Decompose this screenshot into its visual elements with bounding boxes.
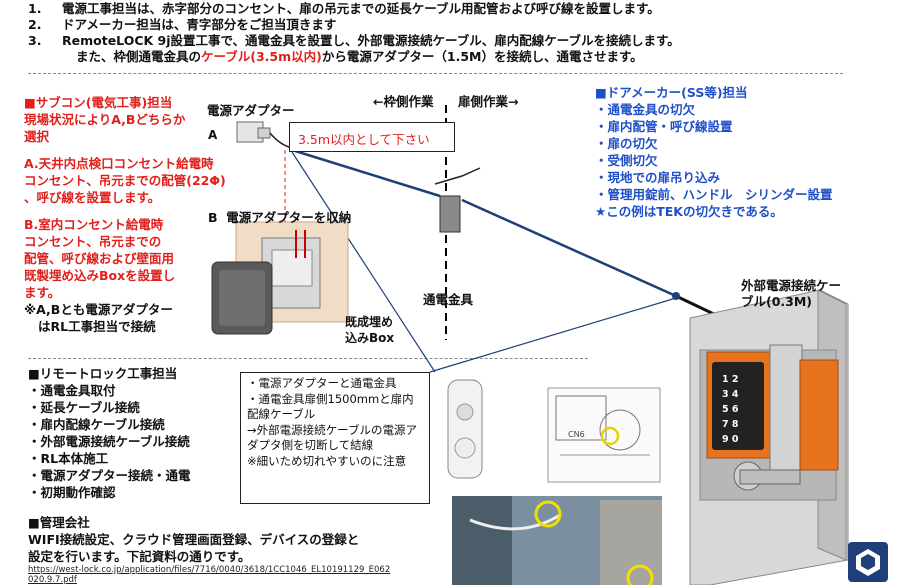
extension-cable xyxy=(291,148,441,198)
ext-cable-label: 外部電源接続ケー ブル(0.3M) xyxy=(741,278,842,309)
steps: 1.電源工事担当は、赤字部分のコンセント、扉の吊元までの延長ケーブル用配管および… xyxy=(28,1,680,65)
step-3: 3.RemoteLOCK 9j設置工事で、通電金具を設置し、外部電源接続ケーブル… xyxy=(28,33,680,48)
hardware-icon xyxy=(434,167,481,233)
remotelock-block: ■リモートロック工事担当 ・通電金具取付 ・延長ケーブル接続 ・扉内配線ケーブル… xyxy=(28,366,191,500)
door-cable xyxy=(461,198,677,298)
remotelock-title: ■リモートロック工事担当 xyxy=(28,366,178,381)
brand-logo-icon xyxy=(848,542,888,582)
top-divider xyxy=(28,73,843,74)
frame-side-label: ←枠側作業 xyxy=(373,94,434,109)
subcon-block: ■サブコン(電気工事)担当 現場状況によりA,Bどちらか 選択 A.天井内点検口… xyxy=(24,95,226,334)
step-1: 1.電源工事担当は、赤字部分のコンセント、扉の吊元までの延長ケーブル用配管および… xyxy=(28,1,660,16)
label-b: B 電源アダプターを収納 xyxy=(208,210,352,225)
wall-box-image xyxy=(211,221,349,335)
door-maker-title: ■ドアメーカー(SS等)担当 xyxy=(595,85,748,100)
label-a: A xyxy=(208,128,218,142)
keypad-keys: 1 2 3 4 5 6 7 8 9 0 xyxy=(722,374,739,445)
pcb-image xyxy=(547,387,661,483)
management-title: ■管理会社 xyxy=(28,515,90,530)
manual-link[interactable]: https://west-lock.co.jp/application/file… xyxy=(28,565,391,585)
door-maker-block: ■ドアメーカー(SS等)担当 ・通電金具の切欠 ・扉内配管・呼び線設置 ・扉の切… xyxy=(595,85,833,219)
power-adapter-icon xyxy=(236,121,293,149)
length-callout: 3.5m以内として下さい xyxy=(289,122,455,152)
wiring-photo xyxy=(452,496,662,585)
hardware-label: 通電金具 xyxy=(423,292,474,307)
step-3-continued: また、枠側通電金具のケーブル(3.5m以内)から電源アダプター（1.5M）を接続… xyxy=(76,49,643,64)
wiring-note-box: ・電源アダプターと通電金具 ・通電金具扉側1500mmと扉内配線ケーブル →外部… xyxy=(240,372,430,504)
lock-device-image xyxy=(447,379,483,479)
door-side-label: 扉側作業→ xyxy=(458,94,519,109)
step-2: 2.ドアメーカー担当は、青字部分をご担当頂きます xyxy=(28,17,337,32)
pcb-label: CN6 xyxy=(568,430,585,439)
adapter-label: 電源アダプター xyxy=(207,103,295,118)
management-block: ■管理会社 WIFI接続設定、クラウド管理画面登録、デバイスの登録と 設定を行い… xyxy=(28,515,360,564)
subcon-title: ■サブコン(電気工事)担当 xyxy=(24,95,173,110)
box-caption: 既成埋め 込みBox xyxy=(345,315,395,345)
door-lock-image xyxy=(689,289,849,585)
mid-divider xyxy=(28,358,588,359)
